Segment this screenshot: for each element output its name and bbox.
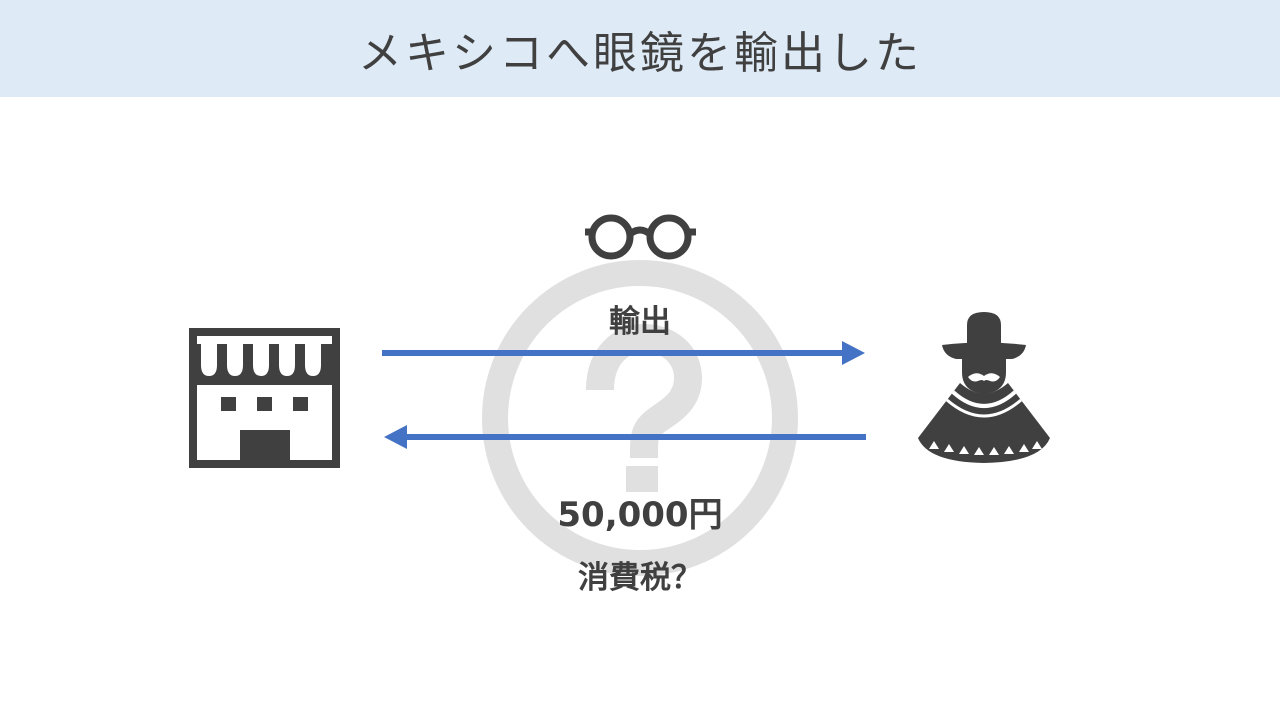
export-arrow — [382, 341, 865, 365]
mexican-person-icon — [918, 312, 1050, 463]
glasses-icon — [585, 214, 696, 260]
page-title: メキシコへ眼鏡を輸出した — [358, 28, 922, 79]
price-label: 50,000円 — [557, 495, 723, 535]
header-bar: メキシコへ眼鏡を輸出した — [0, 0, 1280, 97]
store-icon — [189, 328, 340, 468]
question-mark-icon — [482, 260, 798, 576]
export-label: 輸出 — [609, 304, 671, 340]
consumption-tax-label: 消費税？ — [578, 560, 702, 596]
payment-arrow — [384, 425, 866, 449]
